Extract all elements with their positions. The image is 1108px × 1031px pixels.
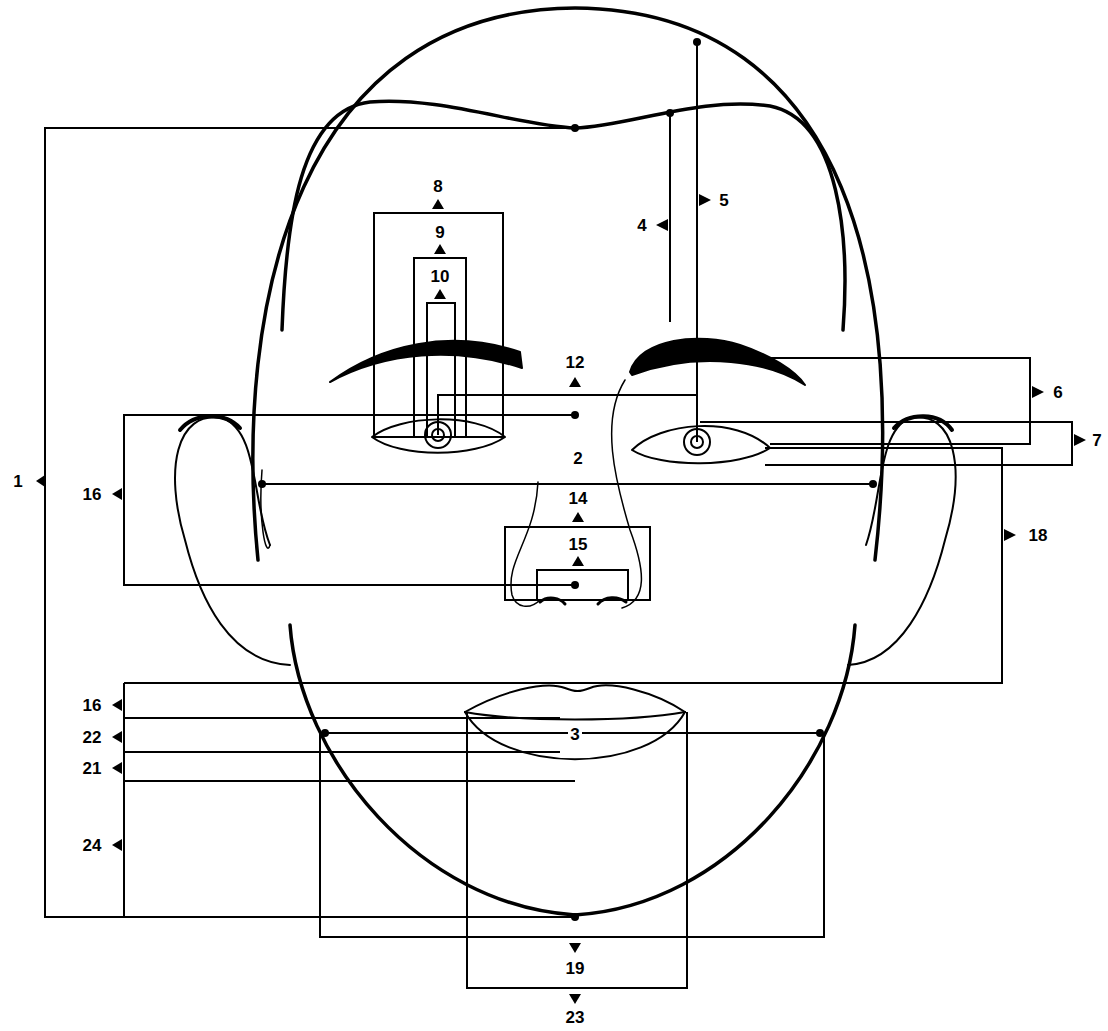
bracket-line xyxy=(700,422,1072,465)
bracket-line xyxy=(45,128,575,917)
bracket-line xyxy=(467,712,687,988)
callout-number: 8 xyxy=(431,177,444,196)
jaw-outline xyxy=(290,625,855,915)
nose-right xyxy=(612,380,642,608)
callout-number: 2 xyxy=(571,449,584,468)
measure-line xyxy=(124,780,575,782)
nose-left xyxy=(511,482,540,606)
landmark-dot xyxy=(571,124,579,132)
upper-lip xyxy=(465,685,685,712)
pointer-triangle xyxy=(1074,434,1086,446)
measure-box xyxy=(427,303,455,437)
pointer-triangle xyxy=(434,244,446,254)
pointer-triangle xyxy=(434,289,446,299)
callout-number: 12 xyxy=(564,353,587,372)
right-eye xyxy=(632,426,770,463)
pointer-triangle xyxy=(572,556,584,566)
callout-number: 24 xyxy=(81,836,104,855)
callout-number: 16 xyxy=(81,696,104,715)
pointer-triangle xyxy=(569,943,581,953)
pointer-triangle xyxy=(569,377,581,387)
landmark-dot xyxy=(571,913,579,921)
callout-number: 9 xyxy=(433,223,446,242)
measure-line xyxy=(124,717,560,719)
landmark-dot xyxy=(816,729,824,737)
bracket-line xyxy=(124,448,1002,683)
pointer-triangle xyxy=(569,994,581,1004)
pointer-triangle xyxy=(112,488,122,500)
callout-number: 1 xyxy=(11,472,24,491)
callout-number: 22 xyxy=(81,728,104,747)
right-ear-rim xyxy=(894,416,952,430)
callout-number: 15 xyxy=(567,535,590,554)
bracket-line xyxy=(124,415,575,585)
head-outline xyxy=(253,8,883,560)
pointer-triangle xyxy=(36,475,45,487)
pointer-triangle xyxy=(699,194,711,206)
pointer-triangle xyxy=(1032,386,1044,398)
callout-number: 6 xyxy=(1051,383,1064,402)
measure-line xyxy=(696,42,698,442)
measure-line xyxy=(669,113,671,322)
right-eyebrow xyxy=(630,339,805,385)
measure-box xyxy=(414,258,466,437)
bracket-line xyxy=(320,733,824,937)
callout-number: 23 xyxy=(564,1008,587,1027)
pointer-triangle xyxy=(656,219,668,231)
callout-number: 4 xyxy=(635,216,648,235)
callout-number: 18 xyxy=(1027,526,1050,545)
callout-number: 10 xyxy=(429,267,452,286)
measure-line xyxy=(262,483,873,485)
callout-number: 19 xyxy=(564,959,587,978)
bracket-line xyxy=(438,395,697,442)
landmark-dot xyxy=(666,109,674,117)
pointer-triangle xyxy=(112,762,122,774)
measure-box xyxy=(505,527,650,600)
pointer-triangle xyxy=(1004,529,1016,541)
hairline xyxy=(282,101,845,330)
callout-number: 14 xyxy=(567,489,590,508)
landmark-dot xyxy=(258,480,266,488)
landmark-dot xyxy=(571,581,579,589)
callout-number: 21 xyxy=(81,759,104,778)
pointer-triangle xyxy=(572,512,584,522)
callout-number: 3 xyxy=(568,725,581,744)
left-ear xyxy=(175,417,290,665)
callout-number: 7 xyxy=(1090,431,1103,450)
measure-line xyxy=(124,751,560,753)
bracket-line xyxy=(745,358,1030,444)
bracket-line xyxy=(537,570,628,600)
callout-number: 16 xyxy=(81,485,104,504)
landmark-dot xyxy=(571,411,579,419)
landmark-dot xyxy=(693,38,701,46)
landmark-dot xyxy=(321,729,329,737)
landmark-dot xyxy=(869,480,877,488)
pointer-triangle xyxy=(112,731,122,743)
pointer-triangle xyxy=(112,839,122,851)
right-ear xyxy=(848,417,955,665)
pointer-triangle xyxy=(432,199,444,209)
callout-number: 5 xyxy=(717,191,730,210)
pointer-triangle xyxy=(112,699,122,711)
left-ear-rim xyxy=(180,416,240,430)
